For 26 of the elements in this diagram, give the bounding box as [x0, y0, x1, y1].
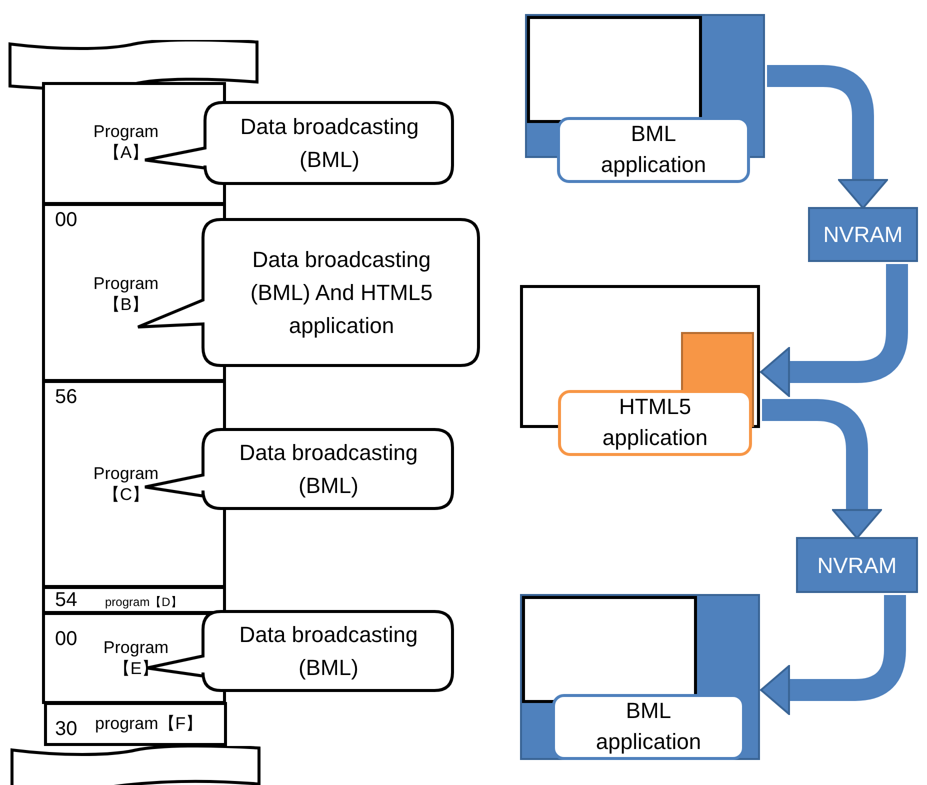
- time-label: 56: [55, 387, 78, 407]
- application-label: BML application: [557, 117, 750, 183]
- program-label: program【D】: [105, 595, 182, 610]
- time-label: 00: [55, 210, 78, 230]
- program-label: Program 【A】: [92, 121, 160, 164]
- program-label: program【F】: [95, 713, 203, 734]
- timeline-segment: [42, 586, 226, 614]
- bubble-text: Data broadcasting (BML): [239, 113, 420, 174]
- program-label: Program 【C】: [92, 463, 160, 506]
- bent-arrow: [767, 65, 888, 209]
- application-label: HTML5 application: [558, 390, 752, 456]
- timeline-segment: [44, 702, 227, 746]
- bent-arrow: [760, 595, 906, 715]
- bubble-text: Data broadcasting (BML) And HTML5 application: [249, 246, 434, 340]
- bent-arrow: [760, 264, 908, 397]
- bubble-text: Data broadcasting (BML): [238, 621, 419, 682]
- bubble-text: Data broadcasting (BML): [238, 439, 419, 500]
- application-label: BML application: [552, 694, 745, 760]
- program-label: Program 【B】: [92, 273, 160, 316]
- bent-arrow: [762, 399, 882, 539]
- timeline-segment: [42, 380, 226, 588]
- nvram-box: NVRAM: [808, 207, 918, 262]
- nvram-box: NVRAM: [796, 537, 918, 593]
- time-label: 00: [55, 629, 78, 649]
- time-label: 30: [55, 719, 78, 739]
- time-label: 54: [55, 590, 78, 610]
